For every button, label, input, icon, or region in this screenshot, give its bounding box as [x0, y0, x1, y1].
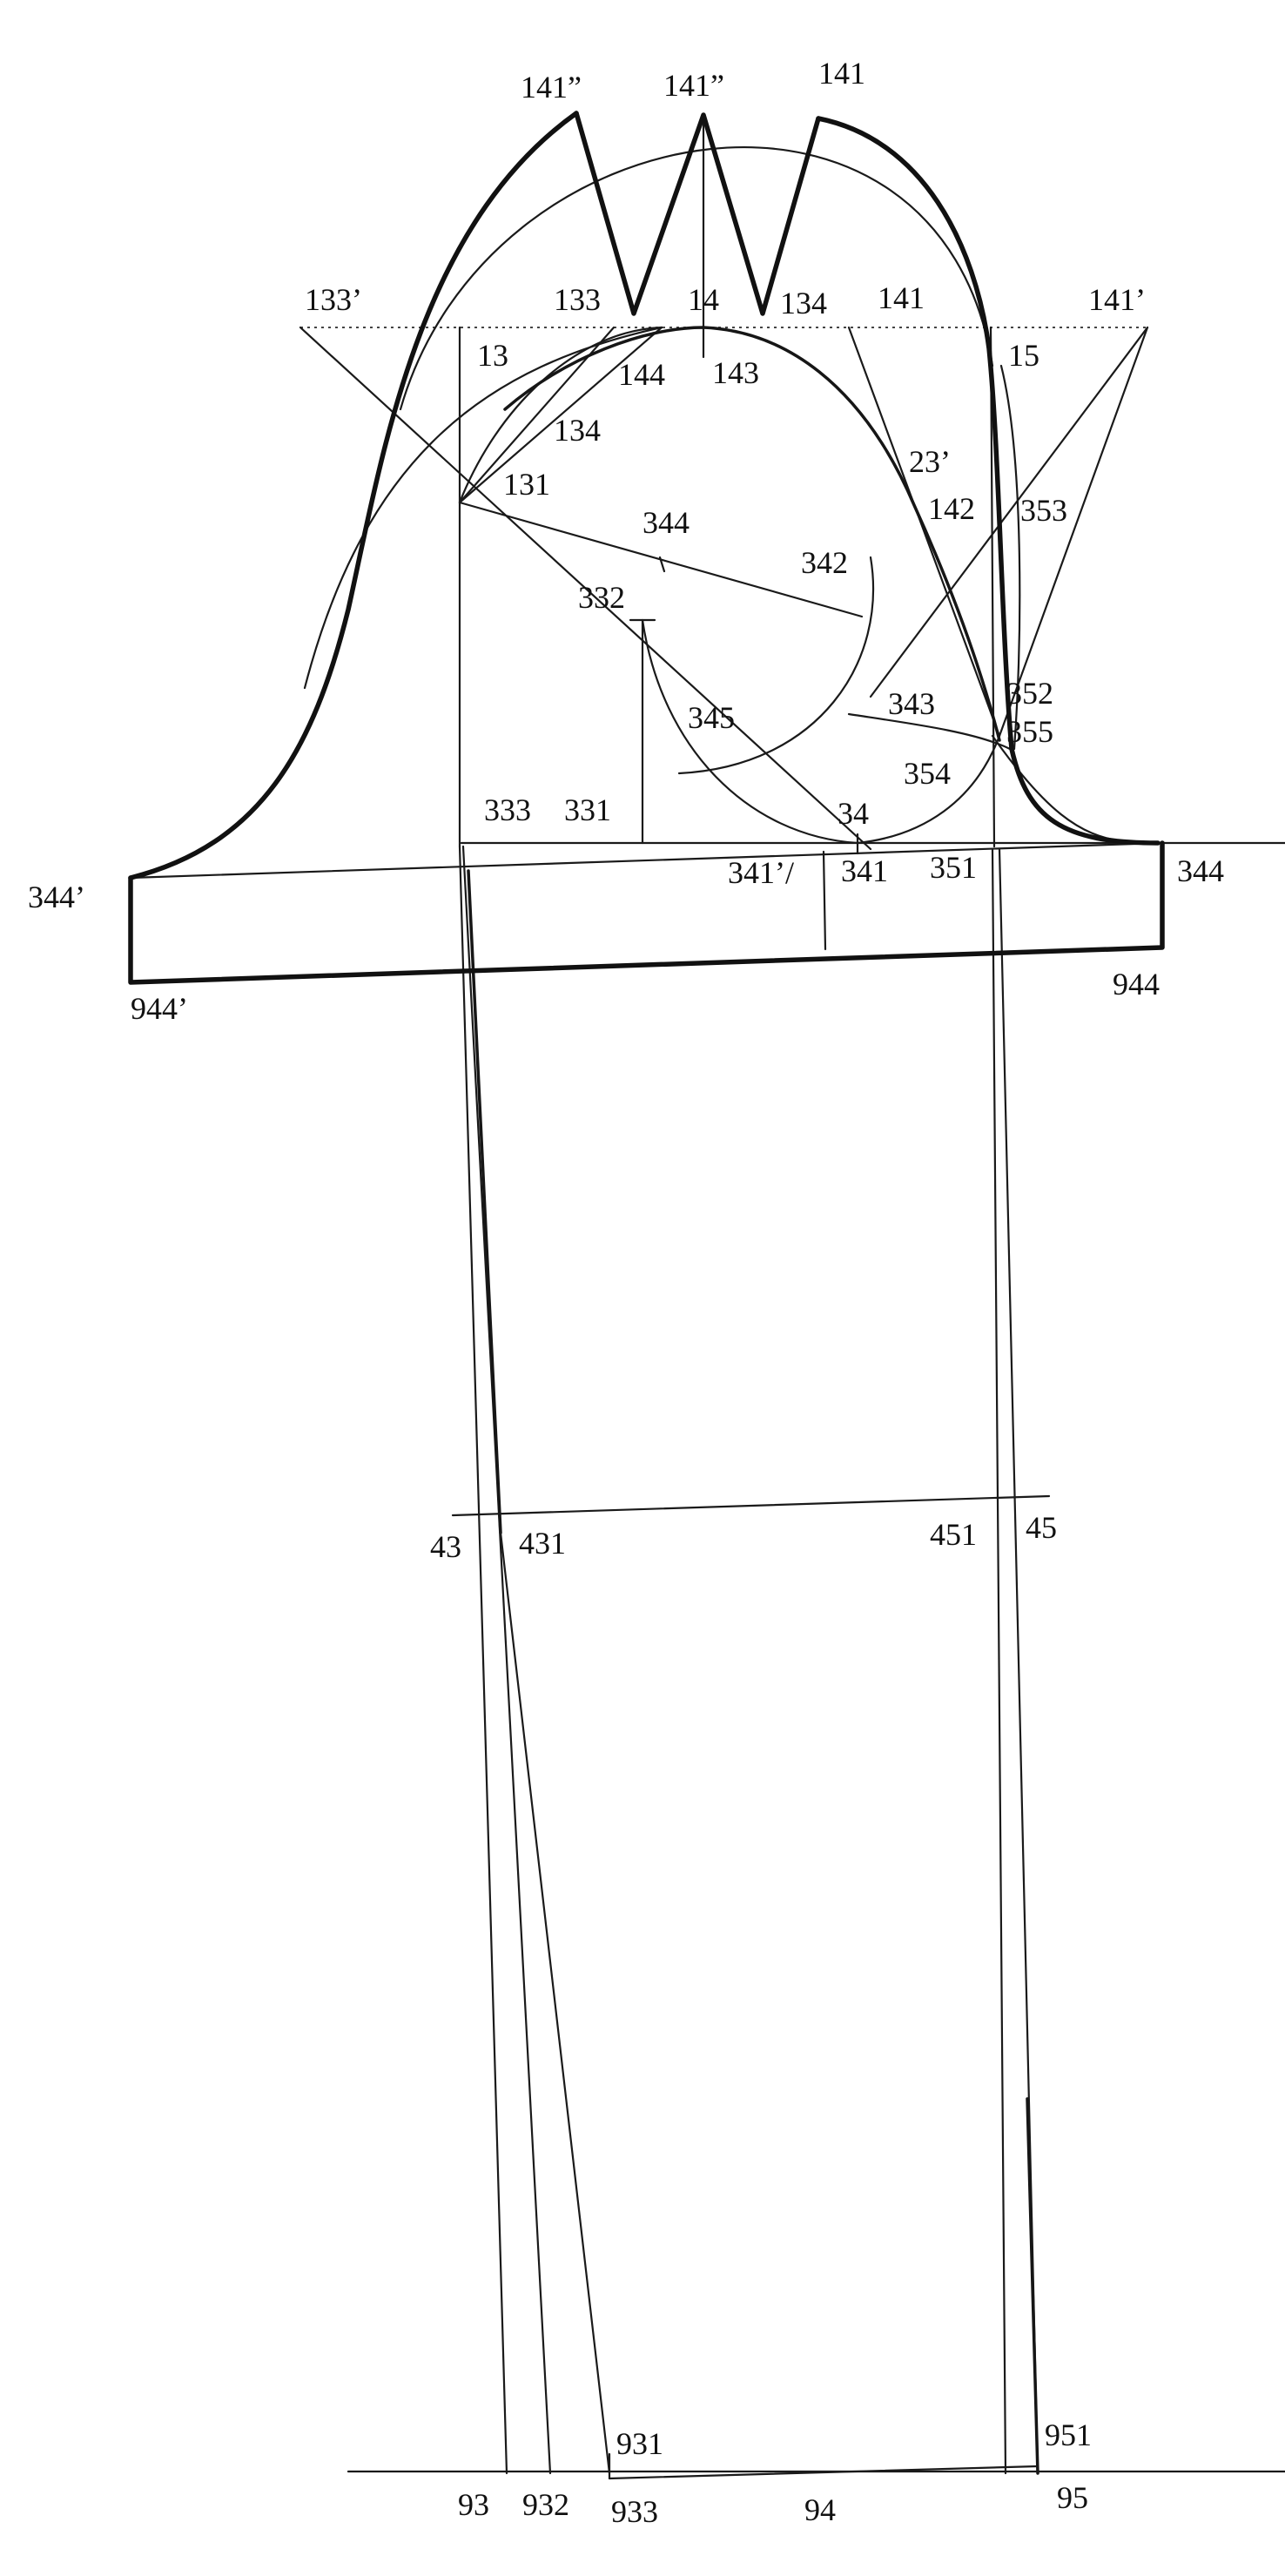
label-451: 451 [930, 1517, 977, 1552]
label-143: 143 [712, 355, 759, 390]
label-141-mid: 141 [878, 280, 925, 315]
label-133p: 133’ [305, 282, 362, 317]
curve-353 [999, 364, 1021, 751]
cap-guide-arc [399, 146, 994, 411]
label-134-left: 134 [554, 413, 601, 448]
label-931: 931 [616, 2426, 663, 2461]
seam-line-93 [458, 845, 508, 2475]
pattern-outline [128, 111, 1165, 985]
label-951: 951 [1045, 2418, 1092, 2452]
arc-343 [847, 712, 1012, 751]
cap-outline-right [816, 116, 1161, 846]
seam-line-431 [467, 869, 502, 1534]
label-344-right: 344 [1177, 853, 1224, 888]
elbow-line [451, 1494, 1051, 1517]
label-333: 333 [484, 792, 531, 827]
cuff-center-line [822, 850, 827, 951]
label-345: 345 [688, 700, 735, 735]
label-93: 93 [458, 2487, 489, 2522]
label-141dq-center: 141” [663, 68, 724, 103]
cap-darts [574, 111, 821, 316]
label-341: 341 [841, 853, 888, 888]
label-13: 13 [477, 338, 508, 373]
label-94: 94 [804, 2492, 836, 2527]
label-142: 142 [928, 491, 975, 526]
label-14: 14 [688, 282, 719, 317]
label-141-top: 141 [818, 56, 865, 91]
label-351: 351 [930, 850, 977, 885]
label-431: 431 [519, 1526, 566, 1561]
arc-345-342 [677, 556, 875, 775]
tick-344 [658, 556, 666, 573]
cuff-top-slant [129, 841, 1164, 880]
curve-354 [856, 734, 1001, 845]
diagonal-141p-355 [998, 326, 1149, 738]
label-932: 932 [522, 2487, 569, 2522]
label-353: 353 [1020, 493, 1067, 528]
label-933: 933 [611, 2494, 658, 2529]
label-355: 355 [1006, 714, 1053, 749]
seam-line-95-lower [1026, 2097, 1039, 2475]
label-944p: 944’ [131, 991, 188, 1026]
label-15: 15 [1008, 338, 1039, 373]
label-344-mid: 344 [642, 505, 690, 540]
seam-line-951 [991, 847, 1007, 2475]
line-15-vertical [989, 326, 996, 848]
seam-line-932 [461, 845, 552, 2475]
label-344p: 344’ [28, 880, 85, 914]
label-45: 45 [1026, 1510, 1057, 1545]
label-944: 944 [1113, 967, 1160, 1001]
diagonal-141p-343 [869, 326, 1149, 698]
seam-line-931 [499, 1531, 611, 2475]
label-144: 144 [618, 357, 665, 392]
armhole-curve [503, 326, 1001, 742]
point-labels: 141” 141” 141 133’ 133 14 134 141 141’ 1… [28, 56, 1224, 2529]
label-95: 95 [1057, 2480, 1088, 2515]
label-23p: 23’ [909, 444, 951, 479]
label-332: 332 [578, 580, 625, 615]
label-342: 342 [801, 545, 848, 580]
label-343: 343 [888, 686, 935, 721]
label-133: 133 [554, 282, 601, 317]
cap-outline-left [128, 111, 579, 880]
cuff-outline [128, 840, 1165, 985]
label-43: 43 [430, 1529, 461, 1564]
construction-lines [129, 113, 1285, 2480]
line-131-144 [458, 326, 663, 504]
label-352: 352 [1006, 676, 1053, 711]
label-131: 131 [503, 467, 550, 502]
label-34: 34 [838, 796, 869, 831]
label-134-right: 134 [780, 286, 827, 320]
label-141p: 141’ [1088, 282, 1146, 317]
hem-slant [608, 2465, 1039, 2480]
label-354: 354 [904, 756, 951, 791]
label-331: 331 [564, 792, 611, 827]
underarm-curve-332 [641, 618, 859, 845]
label-141dq-left: 141” [521, 70, 582, 105]
diagonal-141-355 [847, 326, 1001, 738]
label-341pv: 341’/ [728, 855, 794, 890]
